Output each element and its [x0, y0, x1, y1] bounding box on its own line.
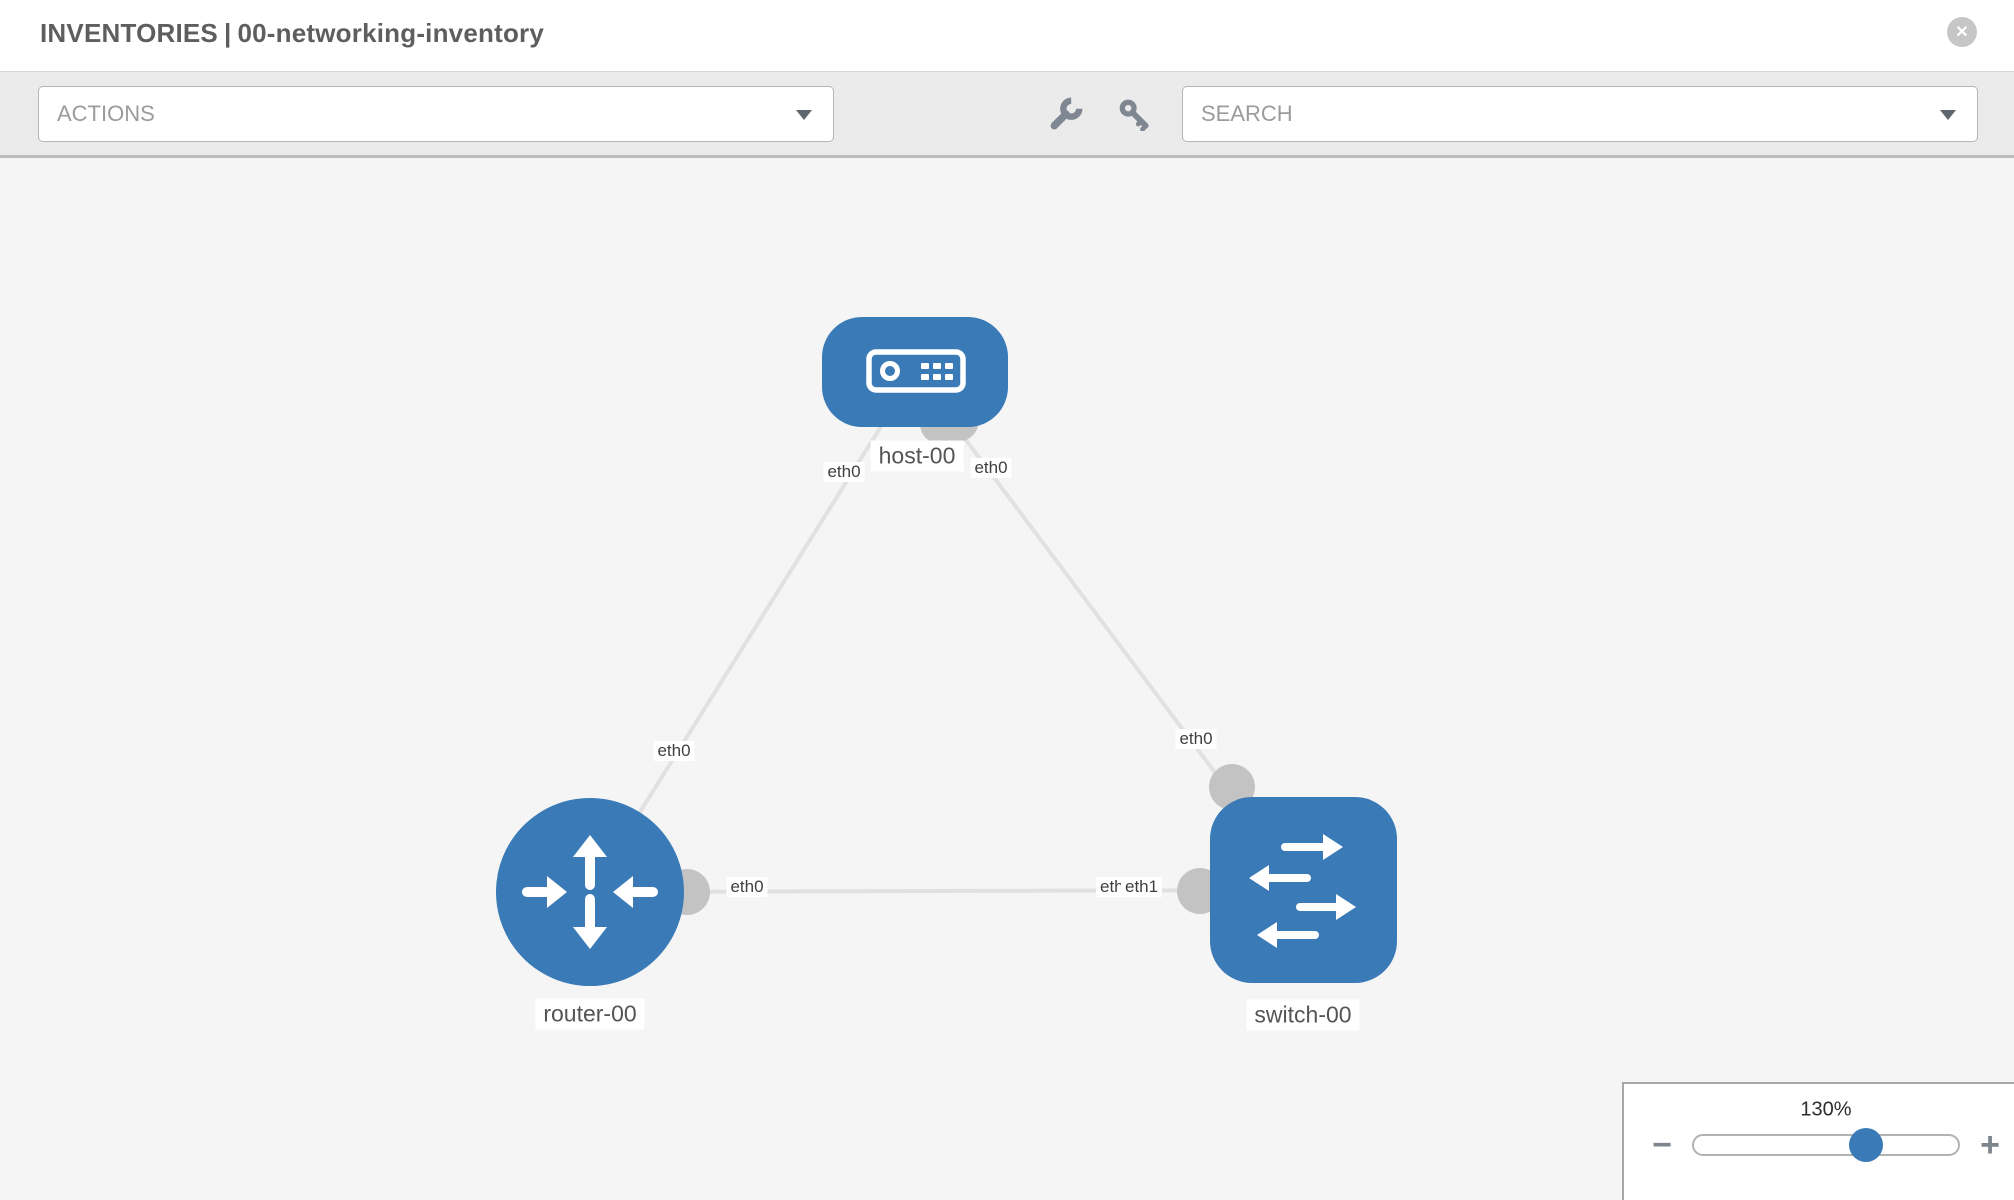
breadcrumb-section: INVENTORIES	[40, 18, 218, 48]
header: INVENTORIES|00-networking-inventory ✕	[0, 0, 2014, 72]
search-dropdown[interactable]	[1182, 86, 1978, 142]
switch-icon	[1249, 834, 1356, 948]
actions-dropdown[interactable]	[38, 86, 834, 142]
node-label-switch: switch-00	[1246, 999, 1360, 1031]
node-label-host: host-00	[870, 440, 964, 472]
host-icon	[866, 349, 966, 393]
breadcrumb-inventory-name: 00-networking-inventory	[237, 18, 545, 48]
interface-label: eth0	[970, 458, 1012, 478]
node-label-router: router-00	[535, 998, 645, 1030]
interface-label: eth0	[653, 741, 695, 761]
toolbar	[0, 72, 2014, 158]
zoom-in-button[interactable]: +	[1980, 1126, 2000, 1164]
node-switch[interactable]	[1210, 797, 1397, 983]
topology-canvas[interactable]: host-00 router-00 switch-00 eth0 eth0 et…	[0, 158, 2014, 1200]
interface-label: eth0	[1175, 729, 1217, 749]
wrench-icon[interactable]	[1049, 97, 1083, 131]
close-icon[interactable]: ✕	[1947, 17, 1977, 47]
key-icon[interactable]	[1117, 97, 1151, 132]
zoom-panel: 130% − +	[1622, 1082, 2014, 1200]
link-router-host	[588, 370, 917, 894]
interface-ports	[664, 398, 1255, 915]
search-input[interactable]	[1182, 86, 1978, 142]
interface-label: eth0	[726, 877, 768, 897]
interface-label: eth1	[1121, 877, 1163, 897]
zoom-slider-thumb[interactable]	[1849, 1128, 1883, 1162]
node-host[interactable]	[822, 317, 1008, 427]
actions-input[interactable]	[38, 86, 834, 142]
page-title: INVENTORIES|00-networking-inventory	[40, 18, 544, 49]
node-router[interactable]	[496, 798, 684, 986]
router-icon	[522, 835, 658, 949]
zoom-slider-track[interactable]	[1692, 1128, 1960, 1162]
zoom-percentage: 130%	[1800, 1098, 1852, 1121]
zoom-out-button[interactable]: −	[1652, 1126, 1672, 1164]
interface-label: eth0	[823, 462, 865, 482]
breadcrumb-separator: |	[223, 18, 232, 48]
